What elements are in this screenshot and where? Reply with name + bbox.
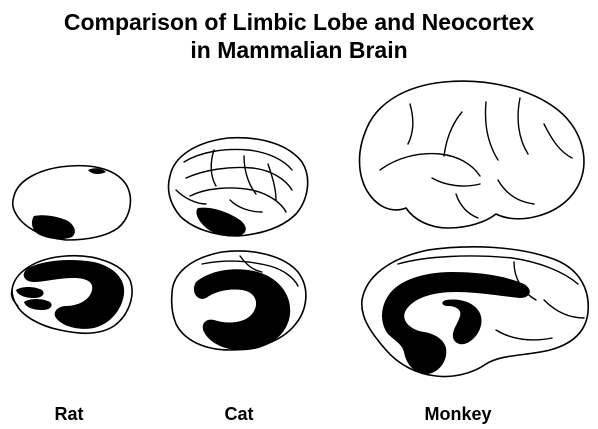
cat-medial-view [172, 251, 306, 350]
label-monkey: Monkey [424, 404, 491, 425]
label-cat: Cat [224, 404, 253, 425]
monkey-lateral-view [360, 81, 584, 228]
rat-lateral-view [13, 166, 131, 240]
monkey-medial-view [362, 247, 588, 377]
rat-medial-view [11, 256, 132, 334]
cat-lateral-view [168, 138, 307, 237]
label-rat: Rat [54, 404, 83, 425]
